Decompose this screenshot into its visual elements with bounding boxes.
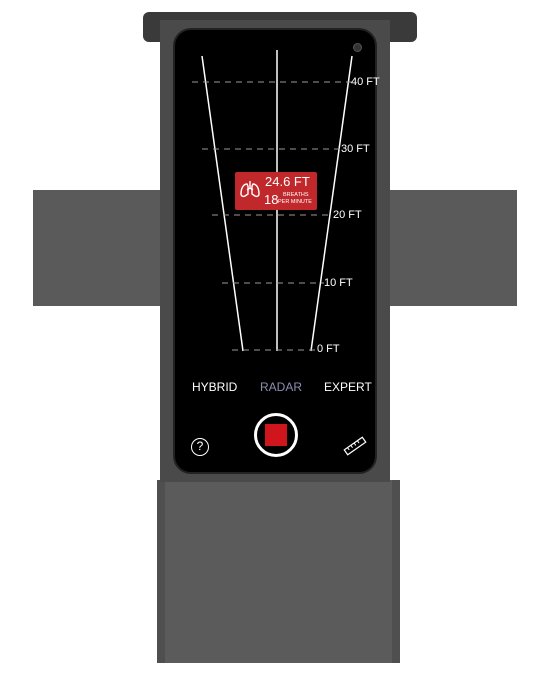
distance-label-20: 20 FT [333, 209, 362, 221]
help-button[interactable]: ? [191, 438, 209, 456]
ruler-icon[interactable] [343, 436, 367, 456]
record-stop-button[interactable] [254, 413, 298, 457]
distance-label-40: 40 FT [351, 76, 380, 88]
distance-label-0: 0 FT [317, 343, 340, 355]
radar-left-boundary [201, 55, 244, 352]
distance-label-10: 10 FT [324, 277, 353, 289]
lungs-icon [240, 181, 260, 198]
device-right-wing [387, 190, 517, 306]
front-camera [353, 43, 362, 52]
mode-tab-hybrid[interactable]: HYBRID [192, 380, 238, 394]
distance-label-30: 30 FT [341, 143, 370, 155]
radar-right-boundary [310, 55, 353, 352]
breath-unit-line1: BREATHS [283, 192, 309, 198]
target-distance: 24.6 FT [265, 174, 310, 189]
breath-unit-line2: PER MINUTE [278, 198, 312, 205]
mode-tab-expert[interactable]: EXPERT [324, 380, 372, 394]
device-lower-edge-right [392, 480, 400, 663]
breath-rate-value: 18 [264, 192, 279, 207]
phone-body [173, 28, 377, 474]
device-left-wing [33, 190, 163, 306]
device-lower-body [157, 480, 400, 663]
mode-tab-radar[interactable]: RADAR [260, 380, 303, 394]
stop-icon [265, 424, 287, 446]
device-lower-edge-left [157, 480, 165, 663]
breath-rate-unit: BREATHS PER MINUTE [278, 192, 312, 205]
